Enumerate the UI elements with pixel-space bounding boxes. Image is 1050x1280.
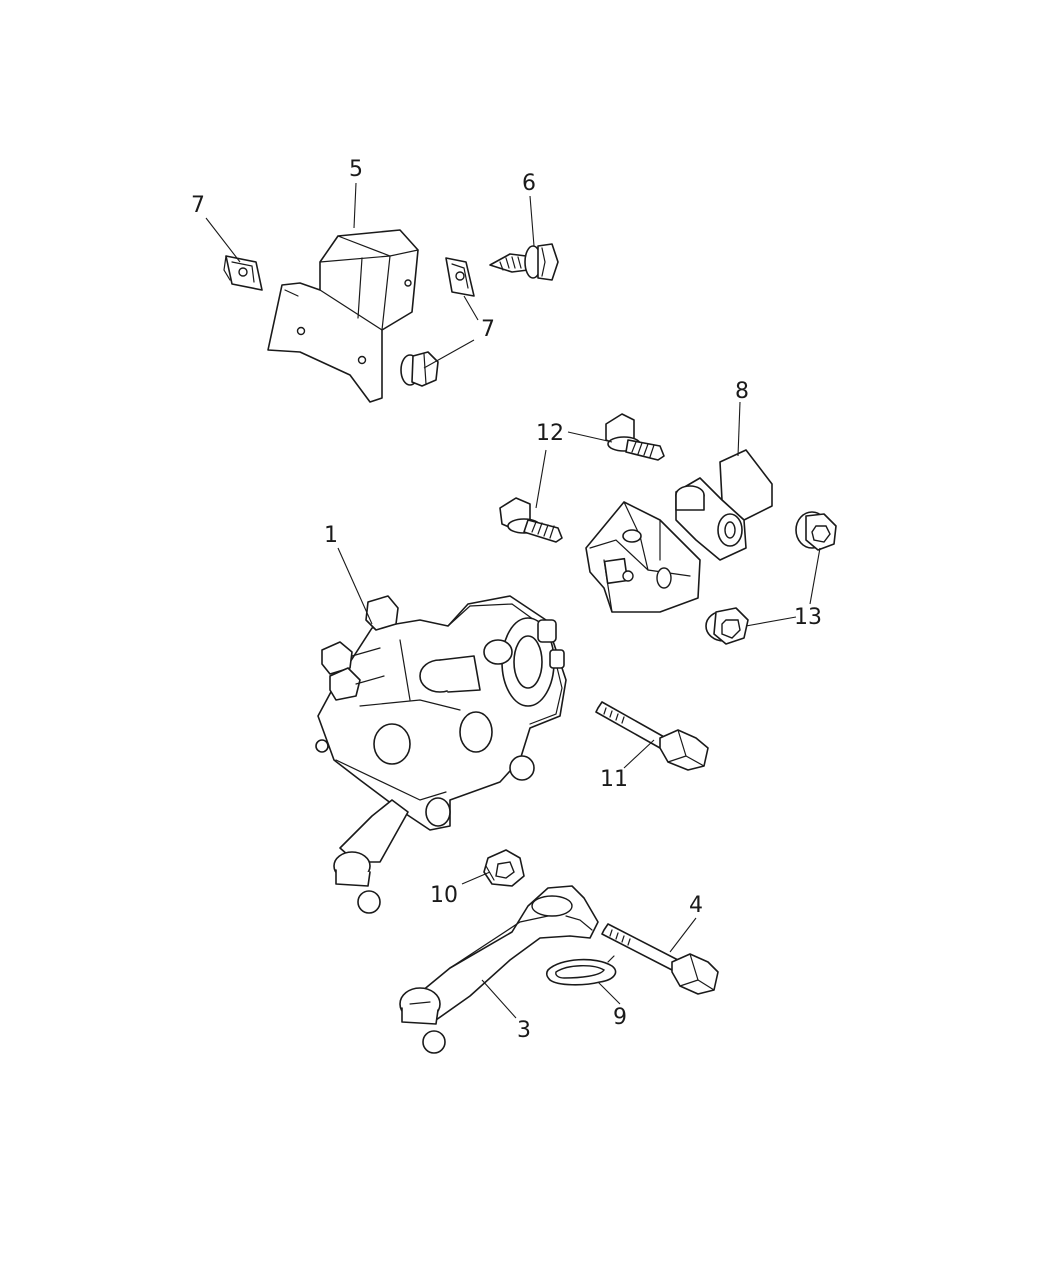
part-13-nut-lower <box>705 607 749 645</box>
leader-6 <box>529 195 535 247</box>
callout-12: 12 <box>536 421 564 446</box>
callout-labels: 5 7 6 7 8 12 1 13 11 10 4 9 3 <box>191 157 822 1043</box>
callout-1: 1 <box>324 523 338 548</box>
leader-10 <box>461 871 491 885</box>
callout-7-left: 7 <box>191 193 205 218</box>
part-5-bracket <box>267 229 419 403</box>
leader-12-lower <box>535 449 547 509</box>
callout-6: 6 <box>522 171 536 196</box>
leader-8 <box>737 401 741 457</box>
part-10-nut <box>483 849 525 887</box>
part-8-coupler <box>585 449 773 613</box>
part-1-steering-gear <box>315 595 567 914</box>
leader-13-lower <box>745 616 797 627</box>
part-13-nut-upper <box>795 511 837 551</box>
leader-9 <box>597 981 621 1005</box>
leader-12-upper <box>567 431 613 443</box>
leader-1 <box>337 547 373 625</box>
leader-4 <box>669 917 697 953</box>
leader-lines <box>205 182 821 1019</box>
part-7-flange-nut <box>400 351 439 387</box>
leader-7-right <box>463 295 479 321</box>
part-7-speed-nut-right <box>445 257 475 297</box>
part-4-bolt <box>601 923 719 995</box>
callout-4: 4 <box>689 893 703 918</box>
leader-11 <box>623 739 655 769</box>
callout-10: 10 <box>430 883 458 908</box>
callout-7-right: 7 <box>481 317 495 342</box>
callout-5: 5 <box>349 157 363 182</box>
part-12-bolt-upper <box>605 413 665 461</box>
leader-3 <box>481 979 517 1019</box>
callout-3: 3 <box>517 1018 531 1043</box>
leader-7-left <box>205 217 241 263</box>
leader-5 <box>353 182 357 229</box>
part-3-pitman-arm <box>399 885 599 1054</box>
leader-13-upper <box>809 547 821 605</box>
part-7-speed-nut-left <box>223 255 263 291</box>
part-6-screw <box>489 243 559 281</box>
callout-9: 9 <box>613 1005 627 1030</box>
callout-8: 8 <box>735 379 749 404</box>
callout-11: 11 <box>600 767 628 792</box>
part-12-bolt-lower <box>499 497 563 543</box>
part-11-bolt <box>595 701 709 771</box>
part-9-washer <box>545 955 617 986</box>
leader-7-nut <box>423 339 475 369</box>
callout-13: 13 <box>794 605 822 630</box>
